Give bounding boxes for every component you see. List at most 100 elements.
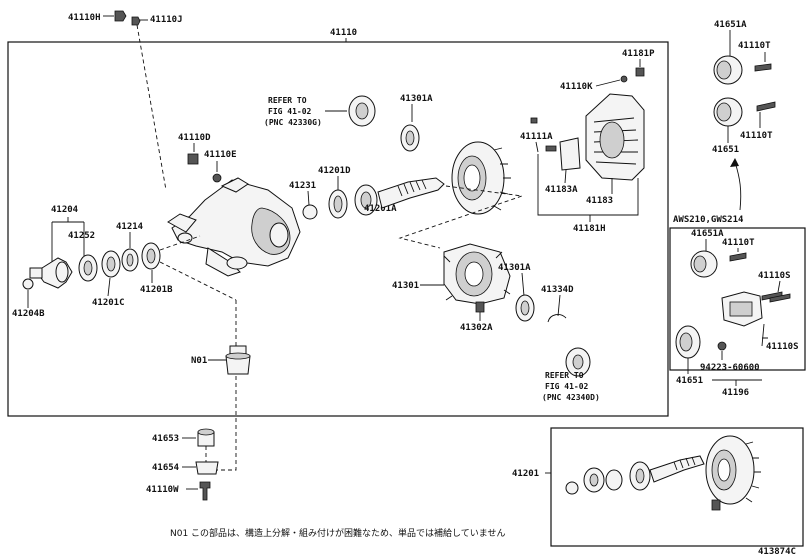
part-41334d[interactable]: 41334D [541, 285, 574, 295]
svg-text:41110S: 41110S [766, 342, 799, 352]
svg-text:41196: 41196 [722, 388, 749, 398]
svg-text:41201D: 41201D [318, 166, 351, 176]
part-41654[interactable]: 41654 [152, 463, 180, 473]
plate-41183a [559, 137, 581, 171]
part-41201c[interactable]: 41201C [92, 298, 125, 308]
svg-text:N01 この部品は、構造上分解・組み付けが困難なため、単品で: N01 この部品は、構造上分解・組み付けが困難なため、単品では補給していません [170, 527, 506, 539]
part-41183a[interactable]: 41183A [545, 185, 578, 195]
svg-text:41110K: 41110K [560, 82, 593, 92]
svg-text:AWS210,GWS214: AWS210,GWS214 [673, 215, 744, 225]
spacer-41231 [302, 204, 318, 220]
footnote-n01: N01 この部品は、構造上分解・組み付けが困難なため、単品では補給していません [170, 527, 506, 539]
svg-text:41183: 41183 [586, 196, 613, 206]
spacer-assy [605, 469, 623, 491]
svg-text:41110E: 41110E [204, 150, 237, 160]
part-41181p[interactable]: 41181P [622, 49, 655, 59]
part-41201d[interactable]: 41201D [318, 166, 351, 176]
part-41204[interactable]: 41204 [51, 205, 79, 215]
part-41110k[interactable]: 41110K [560, 82, 593, 92]
main-assembly-frame [7, 41, 669, 417]
part-41110e[interactable]: 41110E [204, 150, 237, 160]
rear-cover [585, 93, 645, 181]
svg-text:94223-60600: 94223-60600 [700, 363, 760, 373]
part-41301[interactable]: 41301 [392, 281, 419, 291]
part-41110d[interactable]: 41110D [178, 133, 211, 143]
svg-text:41214: 41214 [116, 222, 144, 232]
part-n01[interactable]: N01 [191, 356, 207, 366]
ring-gear [451, 141, 511, 215]
svg-text:41651: 41651 [712, 145, 739, 155]
part-41110t-mid[interactable]: 41110T [722, 238, 755, 248]
svg-text:41204: 41204 [51, 205, 79, 215]
part-41651a-top[interactable]: 41651A [714, 20, 747, 30]
svg-text:41110T: 41110T [722, 238, 755, 248]
part-41110t-top2[interactable]: 41110T [740, 131, 773, 141]
aws-option-frame [669, 227, 806, 371]
bolt-icon [754, 63, 772, 72]
part-41651-mid[interactable]: 41651 [676, 376, 703, 386]
part-41110s-1[interactable]: 41110S [758, 271, 791, 281]
companion-flange [29, 257, 73, 289]
part-41183[interactable]: 41183 [586, 196, 613, 206]
part-41110h[interactable]: 41110H [68, 13, 101, 23]
svg-text:41651A: 41651A [691, 229, 724, 239]
part-41201[interactable]: 41201 [512, 469, 539, 479]
svg-text:41110H: 41110H [68, 13, 101, 23]
svg-text:N01: N01 [191, 356, 207, 366]
svg-text:41181P: 41181P [622, 49, 655, 59]
bolt-icon [711, 499, 721, 511]
svg-text:(PNC 42330G): (PNC 42330G) [264, 118, 322, 127]
aws-variant-header[interactable]: AWS210,GWS214 [673, 215, 744, 225]
part-41196[interactable]: 41196 [722, 388, 749, 398]
part-41302a[interactable]: 41302A [460, 323, 493, 333]
part-41252[interactable]: 41252 [68, 231, 95, 241]
bolt-icon [729, 252, 747, 262]
svg-text:41301A: 41301A [498, 263, 531, 273]
part-41110j[interactable]: 41110J [150, 15, 183, 25]
part-41110s-2[interactable]: 41110S [766, 342, 799, 352]
part-41201a[interactable]: 41201A [364, 204, 397, 214]
part-41214[interactable]: 41214 [116, 222, 144, 232]
part-94223-60600[interactable]: 94223-60600 [700, 363, 760, 373]
refer-pnc-42340d[interactable]: REFER TO FIG 41-02 (PNC 42340D) [542, 371, 600, 402]
svg-text:41204B: 41204B [12, 309, 45, 319]
bolt-icon [199, 481, 211, 501]
part-41110[interactable]: 41110 [330, 28, 357, 38]
gasket-icon [131, 16, 141, 26]
part-41110t-top1[interactable]: 41110T [738, 41, 771, 51]
svg-text:41110T: 41110T [740, 131, 773, 141]
part-41301a-top[interactable]: 41301A [400, 94, 433, 104]
bolt-icon [769, 293, 791, 303]
leader-dash [136, 24, 167, 191]
part-41204b[interactable]: 41204B [12, 309, 45, 319]
nut-icon [565, 481, 579, 495]
svg-text:41252: 41252 [68, 231, 95, 241]
pinion-assembly-frame [550, 427, 804, 547]
gasket-icon [212, 173, 222, 183]
svg-text:41653: 41653 [152, 434, 179, 444]
carrier-housing [167, 177, 301, 277]
part-41653[interactable]: 41653 [152, 434, 179, 444]
part-41111a[interactable]: 41111A [520, 132, 553, 142]
figure-code: 413874C [758, 547, 796, 557]
part-41301a-mid[interactable]: 41301A [498, 263, 531, 273]
nut-icon [717, 341, 727, 351]
nut-icon [22, 278, 34, 290]
part-41651-top[interactable]: 41651 [712, 145, 739, 155]
svg-text:FIG 41-02: FIG 41-02 [268, 107, 312, 116]
svg-text:41201C: 41201C [92, 298, 125, 308]
part-41110w[interactable]: 41110W [146, 485, 179, 495]
refer-pnc-42330g[interactable]: REFER TO FIG 41-02 (PNC 42330G) [264, 96, 322, 127]
svg-text:41110S: 41110S [758, 271, 791, 281]
washer-41654 [195, 461, 219, 475]
svg-text:41651: 41651 [676, 376, 703, 386]
part-41231[interactable]: 41231 [289, 181, 316, 191]
part-41181h[interactable]: 41181H [573, 224, 606, 234]
svg-text:413874C: 413874C [758, 547, 796, 557]
part-41201b[interactable]: 41201B [140, 285, 173, 295]
svg-text:41231: 41231 [289, 181, 316, 191]
part-41651a-mid[interactable]: 41651A [691, 229, 724, 239]
svg-text:41181H: 41181H [573, 224, 606, 234]
svg-text:REFER TO: REFER TO [545, 371, 584, 380]
